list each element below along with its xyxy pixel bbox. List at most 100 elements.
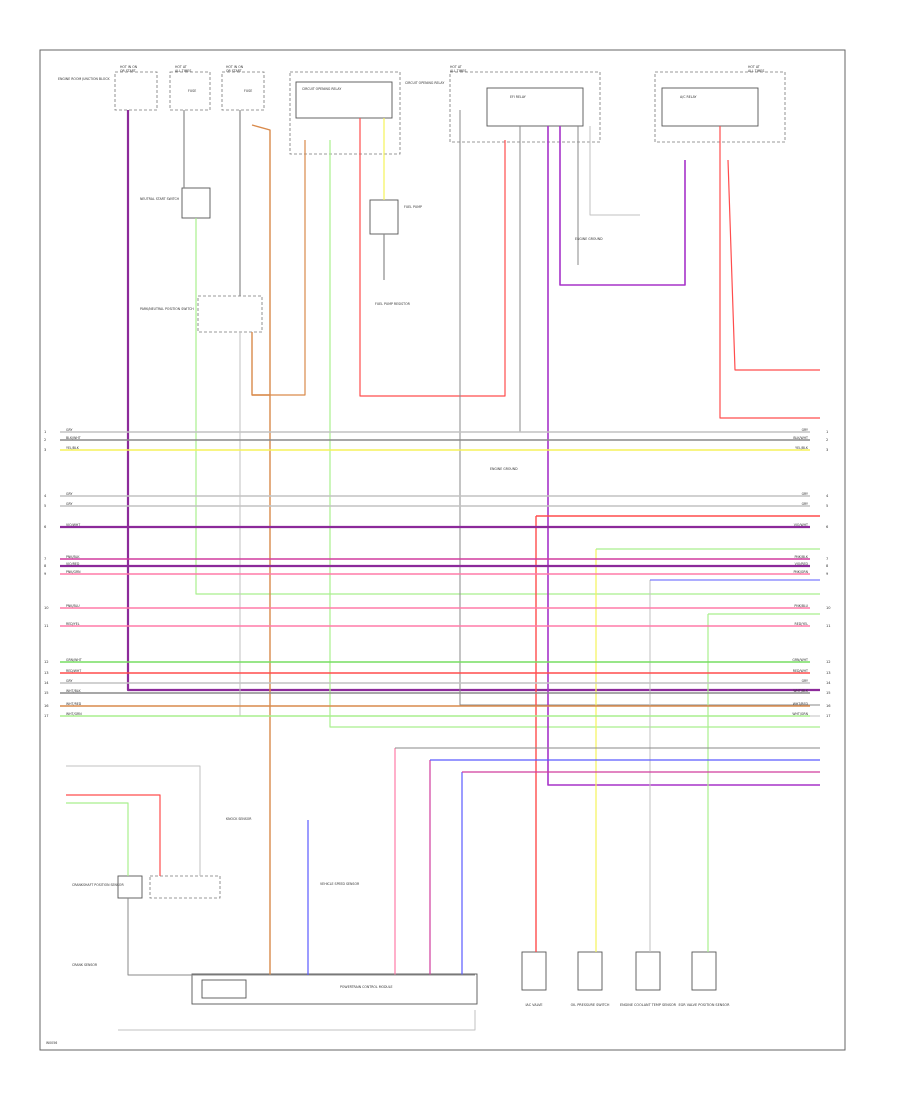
- wire-red-ac-2: [727, 159, 820, 371]
- fuel-pump-box: [369, 199, 399, 235]
- component-caption: CRANKSHAFT POSITION SENSOR: [72, 883, 124, 887]
- bus-row-right-label: GRY: [802, 679, 808, 683]
- device-sub: ALL TIMES: [450, 69, 466, 73]
- knock-sensor: KNOCK SENSOR: [149, 817, 252, 899]
- bus-row-left-label: GRY: [66, 428, 72, 432]
- top-device-3: HOT IN ON OR START FUSE: [221, 65, 265, 111]
- component-caption: ENGINE COOLANT TEMP SENSOR: [620, 1003, 677, 1007]
- wire-red-pump: [359, 118, 506, 397]
- wire-ground-line: [118, 1010, 476, 1031]
- bus-row-left-label: PNK/BLU: [66, 604, 80, 608]
- bus-row-number-right: 10: [826, 606, 831, 610]
- device-caption: ENGINE ROOM JUNCTION BLOCK: [58, 77, 110, 81]
- bottom-left-label: CRANK SENSOR: [72, 963, 98, 967]
- device-box: [169, 71, 211, 111]
- wire-green-crank: [66, 802, 129, 876]
- component-caption: VEHICLE SPEED SENSOR: [320, 882, 360, 886]
- device-caption: FUSE: [244, 89, 252, 93]
- bus-row-number-right: 13: [826, 671, 831, 675]
- bus-row-right-label: RED/WHT: [793, 669, 808, 673]
- engine-coolant-temp-sensor: ENGINE COOLANT TEMP SENSOR: [620, 951, 677, 1007]
- wire-lightgreen-1: [195, 218, 820, 595]
- wire-lightgray-1: [239, 332, 820, 717]
- bus-row-left-label: GRY: [66, 679, 72, 683]
- device-box: [114, 71, 158, 111]
- wire-green-relay: [329, 140, 820, 728]
- top-device-1: HOT IN ON OR START ENGINE ROOM JUNCTION …: [58, 65, 158, 111]
- bus-row-number: 3: [44, 448, 46, 452]
- bus-row-number: 12: [44, 660, 49, 664]
- bus-row-number: 8: [44, 564, 47, 568]
- bus-row-number-right: 5: [826, 504, 828, 508]
- bus-row-right-label: VIO/WHT: [794, 523, 808, 527]
- bus-row-number: 4: [44, 494, 47, 498]
- sensor-box: [691, 951, 717, 991]
- bus-row-right-label: BLK/WHT: [793, 436, 808, 440]
- bus-row-number-right: 4: [826, 494, 829, 498]
- device-sub: OR START: [120, 69, 136, 73]
- pcm-inner: [201, 979, 247, 999]
- component-caption: FUEL PUMP: [404, 205, 422, 209]
- bus-row-left-label: GRY: [66, 492, 72, 496]
- bus-row-right-label: YEL/BLK: [795, 446, 809, 450]
- bus-row-right-label: RED/YEL: [795, 622, 809, 626]
- wire-red-ac: [719, 126, 820, 419]
- sensor-box: [149, 875, 221, 899]
- bus-row-number-right: 15: [826, 691, 831, 695]
- bus-row-right-label: GRY: [802, 502, 808, 506]
- switch-box: [181, 187, 211, 219]
- bus-row-left-label: RED/YEL: [66, 622, 80, 626]
- bus-row-left-label: GRY: [66, 502, 72, 506]
- device-sub: ALL TIMES: [748, 69, 764, 73]
- bus-row-number: 1: [44, 430, 46, 434]
- bus-row-number-right: 7: [826, 557, 828, 561]
- bus-row-number-right: 12: [826, 660, 831, 664]
- device-caption: EFI RELAY: [510, 95, 526, 99]
- bus-row-right-label: PNK/GRN: [793, 570, 808, 574]
- diagram-frame: [39, 49, 846, 1051]
- bus-row-number-right: 2: [826, 438, 828, 442]
- figure-id: W0056: [46, 1041, 57, 1045]
- device-sub: OR START: [226, 69, 242, 73]
- wire-ground-bottom: [127, 898, 475, 976]
- sensor-box: [521, 951, 547, 991]
- bus-row-number-right: 17: [826, 714, 831, 718]
- bus-row-left-label: PNK/BLK: [66, 555, 80, 559]
- bus-row-number-right: 8: [826, 564, 829, 568]
- top-device-5: HOT AT ALL TIMES EFI RELAY: [449, 65, 601, 143]
- bus-row-number: 15: [44, 691, 49, 695]
- wires-layer: [66, 110, 820, 1031]
- bus-row-left-label: VIO/RED: [66, 562, 80, 566]
- egr-valve-position-sensor: EGR VALVE POSITION SENSOR: [679, 951, 730, 1007]
- relay-box: [661, 87, 759, 127]
- crankshaft-position-sensor: CRANKSHAFT POSITION SENSOR: [72, 875, 143, 899]
- bus-row-right-label: WHT/GRN: [792, 712, 808, 716]
- wire-red-crank: [66, 794, 161, 876]
- bus-row-number: 17: [44, 714, 49, 718]
- bus-row-number: 9: [44, 572, 47, 576]
- bus-row-number: 5: [44, 504, 46, 508]
- bus-row-number: 11: [44, 624, 49, 628]
- bus-row-number: 7: [44, 557, 46, 561]
- device-header: HOT IN ON: [226, 65, 244, 69]
- bus-row-right-label: GRN/WHT: [792, 658, 808, 662]
- device-caption: CIRCUIT OPENING RELAY: [302, 87, 341, 91]
- wire-violet-left: [126, 110, 820, 692]
- wire-gray-crank: [66, 765, 201, 876]
- bus-row-left-label: BLK/WHT: [66, 436, 81, 440]
- vehicle-speed-sensor: VEHICLE SPEED SENSOR: [320, 882, 360, 886]
- fuel-pump: FUEL PUMP: [369, 199, 422, 235]
- bus-row-left-label: GRN/WHT: [66, 658, 82, 662]
- bus-row-left-label: YEL/BLK: [66, 446, 80, 450]
- bus-row-number: 13: [44, 671, 49, 675]
- component-caption: OIL PRESSURE SWITCH: [571, 1003, 610, 1007]
- neutral-start-switch: NEUTRAL START SWITCH: [140, 187, 211, 219]
- bus-row-right-label: WHT/BLK: [793, 689, 809, 693]
- bus-row-right-label: PNK/BLK: [794, 555, 808, 559]
- device-header: HOT IN ON: [120, 65, 138, 69]
- bus-row-number-right: 3: [826, 448, 828, 452]
- component-caption: NEUTRAL START SWITCH: [140, 197, 180, 201]
- relay-box: [486, 87, 584, 127]
- wire-gray-efi: [459, 110, 820, 706]
